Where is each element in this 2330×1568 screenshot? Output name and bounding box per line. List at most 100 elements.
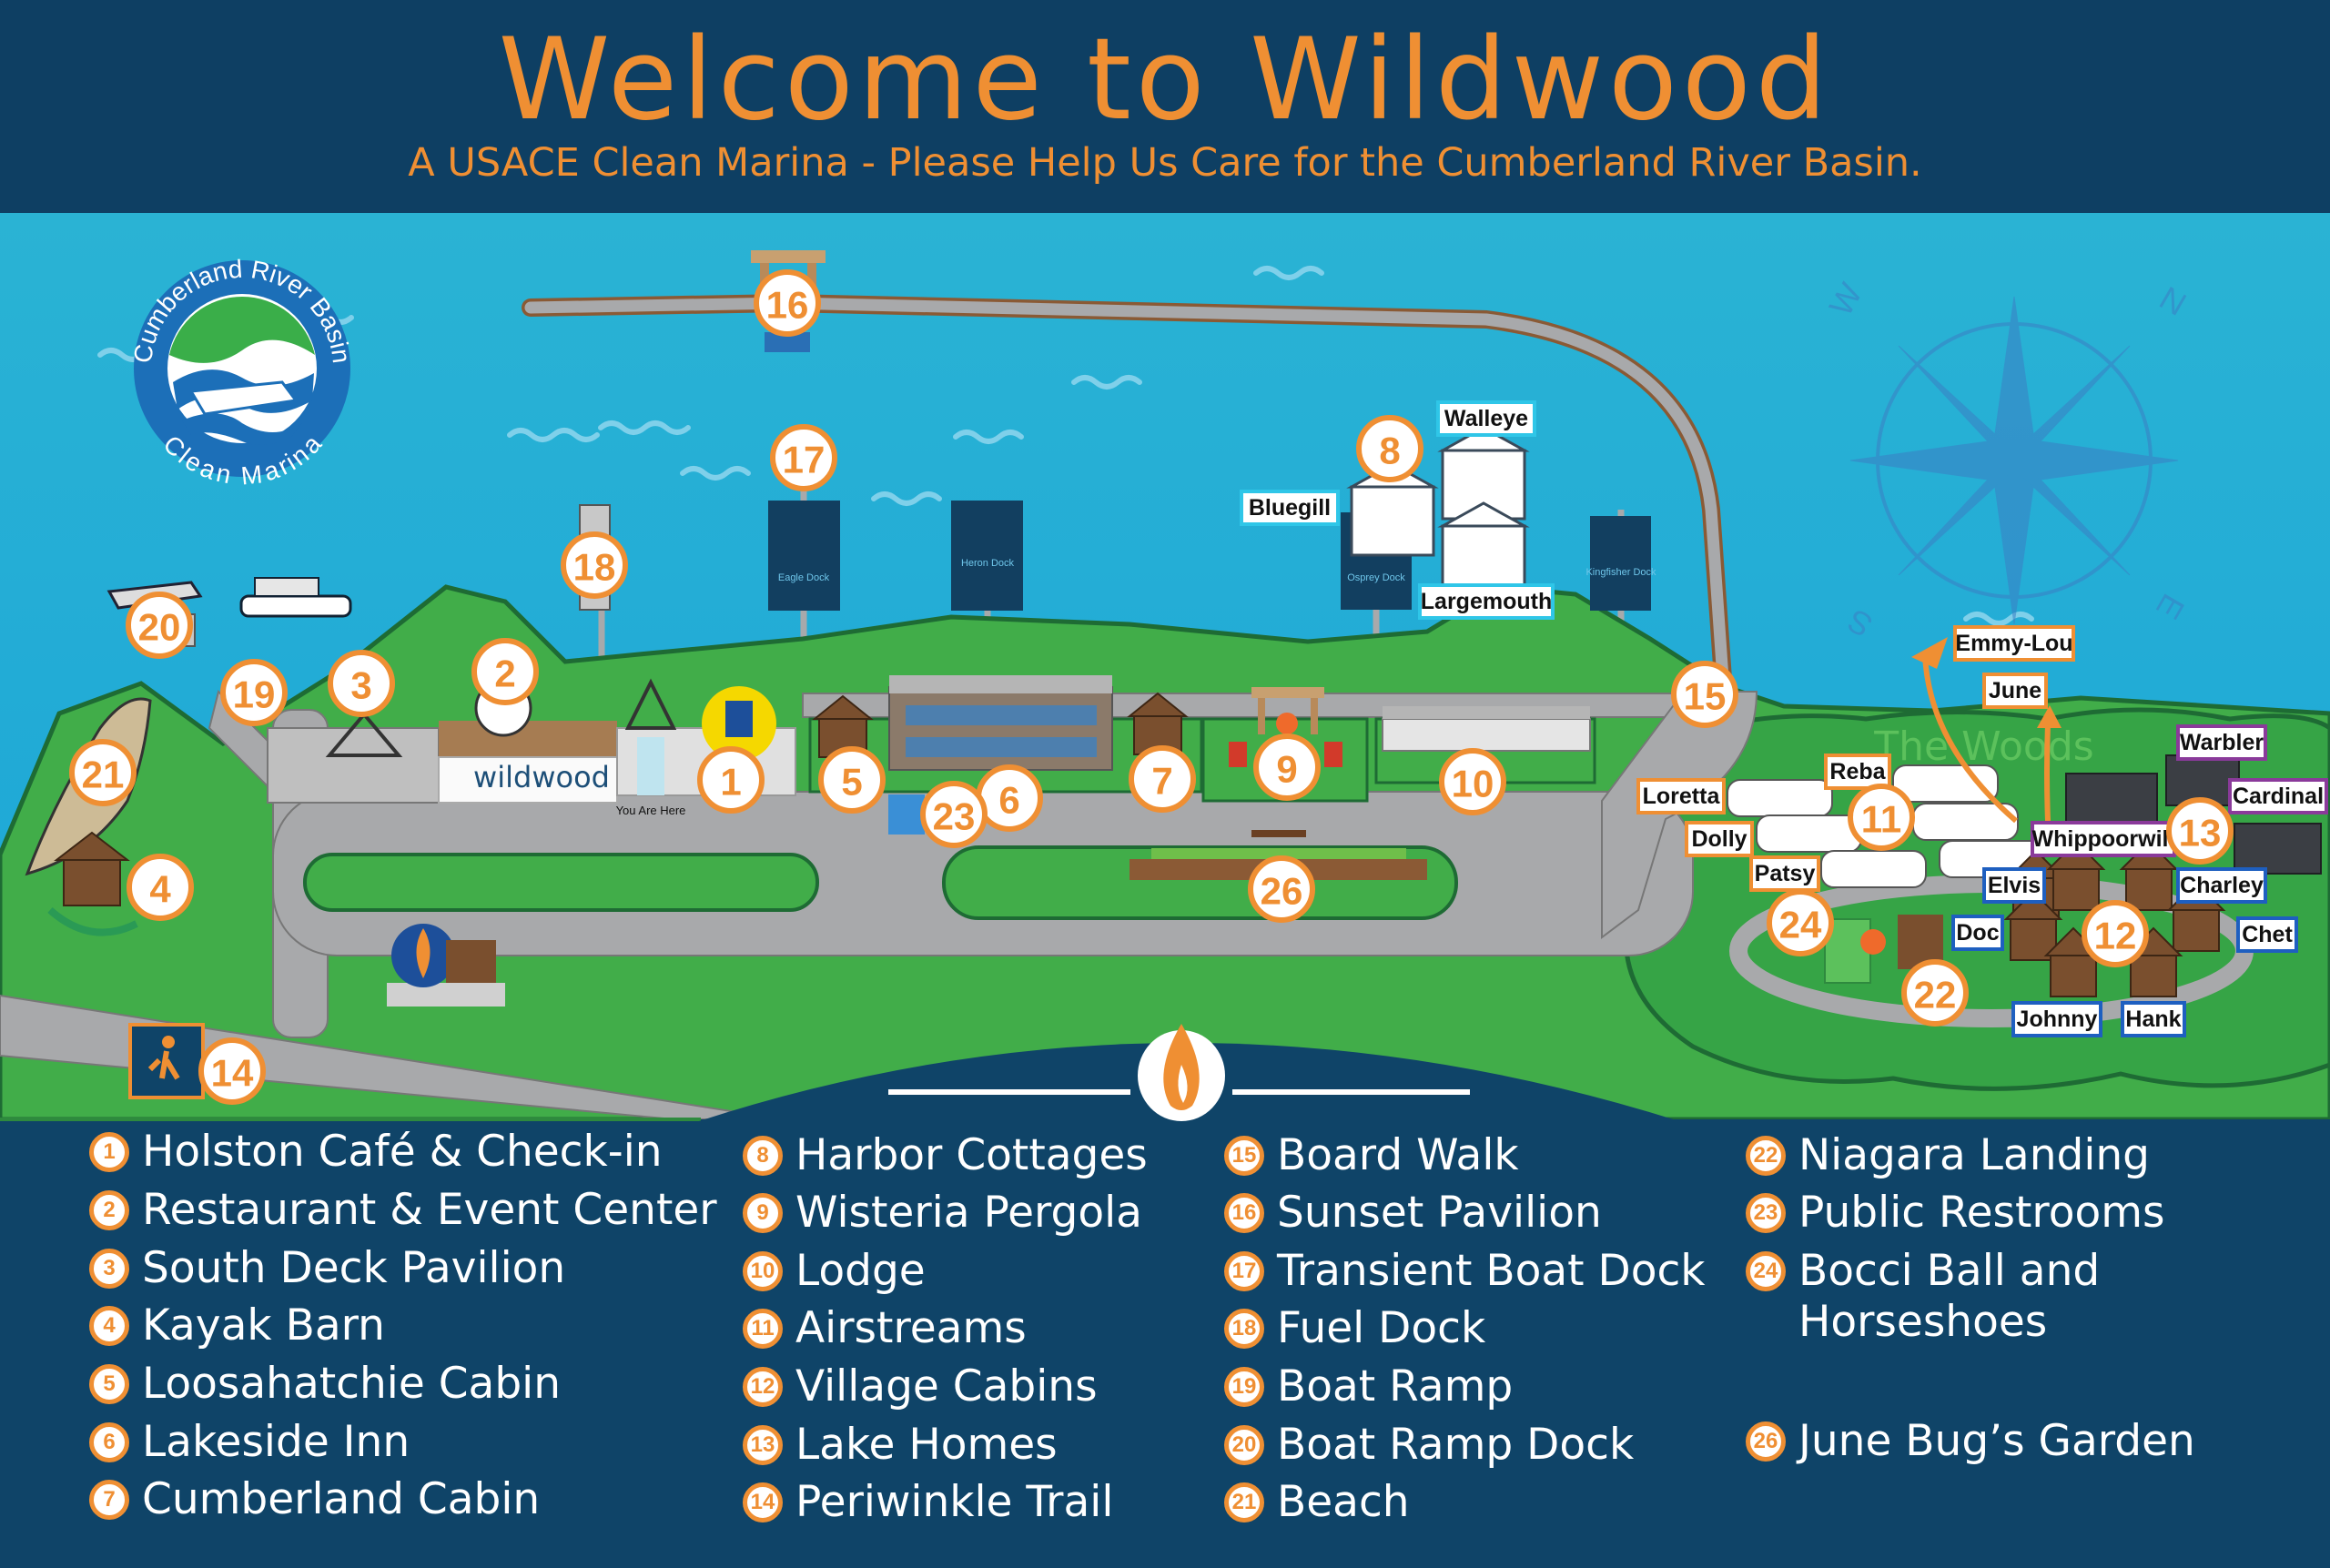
label-bluegill: Bluegill [1240,490,1340,526]
marker-6[interactable]: 6 [976,764,1043,832]
marker-14[interactable]: 14 [198,1037,266,1105]
marker-16[interactable]: 16 [754,269,821,337]
legend-label: Board Walk [1277,1130,1519,1180]
wisteria-pergola [1229,687,1342,767]
legend-label: Lake Homes [795,1420,1058,1470]
marker-26[interactable]: 26 [1248,855,1315,923]
marker-3[interactable]: 3 [328,650,395,717]
marker-4[interactable]: 4 [127,854,194,921]
osprey-dock-label: Osprey Dock [1347,572,1405,583]
legend-label: Cumberland Cabin [142,1474,541,1524]
svg-text:Elvis: Elvis [1988,873,2041,898]
legend-panel [0,1119,2330,1568]
the-woods-label: The Woods [1873,723,2093,770]
svg-text:15: 15 [1684,675,1727,718]
label-doc: Doc [1951,915,2004,951]
marker-12[interactable]: 12 [2082,900,2149,967]
legend-number: 4 [89,1306,129,1346]
legend-item: 6 Lakeside Inn [89,1417,410,1468]
svg-text:1: 1 [720,761,741,804]
legend-number: 1 [89,1132,129,1172]
legend-label: Bocci Ball and Horseshoes [1798,1246,2101,1347]
marker-19[interactable]: 19 [220,659,288,726]
south-deck-pavilion [267,711,440,804]
cabin-icons [54,692,1189,906]
legend-label: Sunset Pavilion [1277,1188,1602,1238]
svg-text:Whippoorwill: Whippoorwill [2032,826,2175,852]
marker-1[interactable]: 1 [697,746,765,814]
legend-number: 18 [1224,1309,1264,1349]
legend-label: Beach [1277,1477,1410,1527]
legend-label: Holston Café & Check-in [142,1127,663,1177]
legend-label: Public Restrooms [1798,1188,2165,1238]
marker-8[interactable]: 8 [1356,415,1423,482]
legend-label: Kayak Barn [142,1300,385,1351]
svg-text:Dolly: Dolly [1691,826,1747,852]
label-largemouth: Largemouth [1418,583,1555,620]
heron-dock-label: Heron Dock [961,558,1015,569]
marker-7[interactable]: 7 [1129,745,1196,813]
marker-23[interactable]: 23 [920,781,988,848]
svg-text:2: 2 [494,652,515,695]
legend-number: 13 [743,1425,783,1465]
legend-number: 21 [1224,1482,1264,1522]
legend-label: Transient Boat Dock [1277,1246,1706,1296]
legend-number: 8 [743,1136,783,1176]
legend-number: 10 [743,1251,783,1291]
marker-15[interactable]: 15 [1671,661,1738,728]
legend-label: Lakeside Inn [142,1417,410,1467]
svg-text:17: 17 [783,439,826,481]
marker-11[interactable]: 11 [1848,784,1915,851]
legend-number: 7 [89,1480,129,1520]
legend-number: 6 [89,1422,129,1462]
legend-label: Wisteria Pergola [795,1188,1142,1238]
legend-number: 9 [743,1193,783,1233]
svg-text:11: 11 [1861,798,1901,841]
heron-dock [951,501,1023,611]
label-dolly: Dolly [1685,821,1754,857]
marker-22[interactable]: 22 [1901,959,1969,1027]
marker-2[interactable]: 2 [471,638,539,705]
page-title: Welcome to Wildwood [498,15,1832,146]
marker-20[interactable]: 20 [126,592,193,659]
svg-text:4: 4 [149,868,171,911]
legend-label: Periwinkle Trail [795,1477,1114,1527]
svg-text:19: 19 [233,673,276,716]
legend-label: Niagara Landing [1798,1130,2151,1180]
svg-text:5: 5 [841,761,862,804]
legend-label: Loosahatchie Cabin [142,1359,562,1409]
marker-24[interactable]: 24 [1767,889,1834,956]
marker-21[interactable]: 21 [69,739,137,806]
wildwood-sign-text: wildwood [473,760,610,794]
legend-item: 9 Wisteria Pergola [743,1188,1142,1239]
kayak-icon [47,906,138,936]
legend-item: 4 Kayak Barn [89,1300,385,1351]
svg-text:7: 7 [1151,760,1172,803]
header-banner: Welcome to Wildwood A USACE Clean Marina… [0,0,2330,213]
marker-5[interactable]: 5 [818,746,886,814]
legend-number: 16 [1224,1193,1264,1233]
marker-18[interactable]: 18 [561,531,628,599]
restaurant-event-center: wildwood [438,679,618,804]
kingfisher-dock-label: Kingfisher Dock [1585,567,1656,578]
marker-17[interactable]: 17 [770,424,837,491]
label-loretta: Loretta [1636,778,1726,814]
svg-text:12: 12 [2094,915,2137,957]
marker-10[interactable]: 10 [1439,748,1506,815]
svg-text:Loretta: Loretta [1643,784,1721,809]
legend-label: Boat Ramp Dock [1277,1420,1635,1470]
marker-9[interactable]: 9 [1253,733,1321,801]
marker-13[interactable]: 13 [2166,797,2234,865]
legend-number: 23 [1746,1193,1786,1233]
